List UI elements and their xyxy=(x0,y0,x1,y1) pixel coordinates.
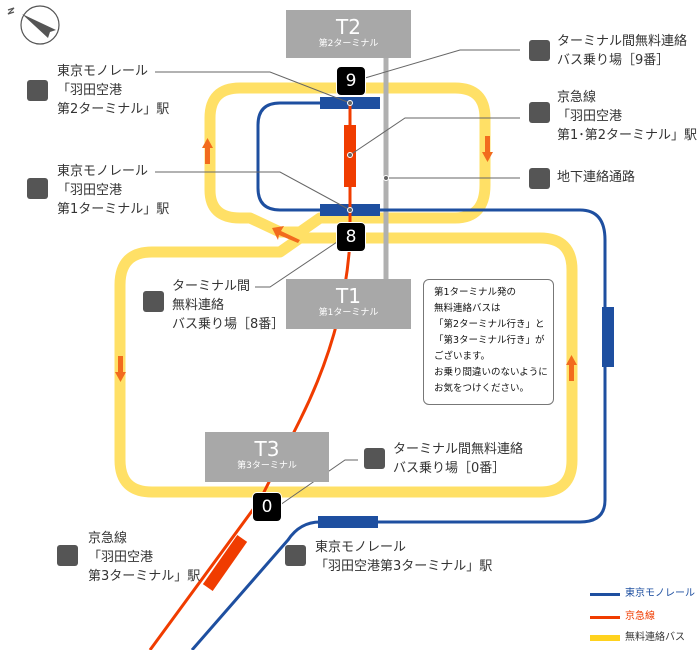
monorail-icon xyxy=(27,80,48,101)
terminal-t1: T1 第1ターミナル xyxy=(286,279,411,329)
arrow-up-icon xyxy=(202,138,213,164)
station-dot xyxy=(383,175,389,181)
terminal-code: T2 xyxy=(336,15,361,39)
terminal-t3: T3 第3ターミナル xyxy=(205,432,329,482)
train-icon xyxy=(529,102,550,123)
bus-stop-9-badge: 9 xyxy=(336,66,366,96)
keikyu-line xyxy=(148,103,352,650)
bus-icon xyxy=(529,40,550,61)
bus-direction-arrows xyxy=(115,136,577,382)
t1-bus-notice: 第1ターミナル発の 無料連絡バスは 「第2ターミナル行き」と 「第3ターミナル行… xyxy=(423,279,554,405)
legend-label: 東京モノレール xyxy=(625,588,695,599)
terminal-t2: T2 第2ターミナル xyxy=(286,10,411,58)
legend-label: 無料連絡バス xyxy=(625,632,685,643)
label-monorail-t2: 東京モノレール 「羽田空港 第2ターミナル」駅 xyxy=(57,64,170,117)
terminal-code: T1 xyxy=(336,284,361,308)
monorail-line xyxy=(190,101,607,650)
monorail-station-t3 xyxy=(318,516,378,528)
monorail-icon xyxy=(285,545,306,566)
bus-loop-t1-t3 xyxy=(114,232,578,498)
bus-stop-8-badge: 8 xyxy=(336,222,366,252)
leader-lines xyxy=(155,49,520,506)
monorail-icon xyxy=(27,178,48,199)
terminal-code: T3 xyxy=(254,437,280,461)
arrow-up-icon xyxy=(566,355,577,381)
compass-north-letter xyxy=(7,7,15,15)
terminal-name: 第3ターミナル xyxy=(237,461,297,471)
station-dot xyxy=(347,100,353,106)
legend-swatches xyxy=(590,593,620,641)
station-dot xyxy=(347,152,353,158)
label-bus-stop-8: ターミナル間 無料連絡 バス乗り場［8番］ xyxy=(172,279,285,332)
arrow-up-left-icon xyxy=(272,226,300,243)
compass-icon xyxy=(7,5,60,45)
terminal-name: 第2ターミナル xyxy=(318,39,379,49)
bus-stop-0-badge: 0 xyxy=(252,492,282,522)
station-dot xyxy=(347,207,353,213)
underground-passage-icon xyxy=(529,168,550,189)
train-icon xyxy=(57,545,78,566)
arrow-down-icon xyxy=(115,356,126,382)
label-keikyu-t1-t2: 京急線 「羽田空港 第1･第2ターミナル」駅 xyxy=(557,90,698,143)
label-bus-stop-0: ターミナル間無料連絡 バス乗り場［0番］ xyxy=(393,442,524,476)
label-monorail-t1: 東京モノレール 「羽田空港 第1ターミナル」駅 xyxy=(57,164,170,217)
bus-icon xyxy=(143,291,164,312)
terminal-name: 第1ターミナル xyxy=(318,308,379,318)
label-monorail-t3: 東京モノレール 「羽田空港第3ターミナル」駅 xyxy=(315,540,493,574)
bus-route xyxy=(114,82,578,498)
keikyu-station-t3 xyxy=(202,534,248,592)
arrow-down-icon xyxy=(482,136,493,162)
monorail-track-marker xyxy=(602,307,614,367)
label-keikyu-t3: 京急線 「羽田空港 第3ターミナル」駅 xyxy=(88,531,201,584)
bus-loop-t1-t2 xyxy=(204,82,491,238)
bus-icon xyxy=(364,448,385,469)
label-underground-passage: 地下連絡通路 xyxy=(557,170,636,185)
label-bus-stop-9: ターミナル間無料連絡 バス乗り場［9番］ xyxy=(557,34,688,68)
legend-label: 京急線 xyxy=(625,611,655,622)
